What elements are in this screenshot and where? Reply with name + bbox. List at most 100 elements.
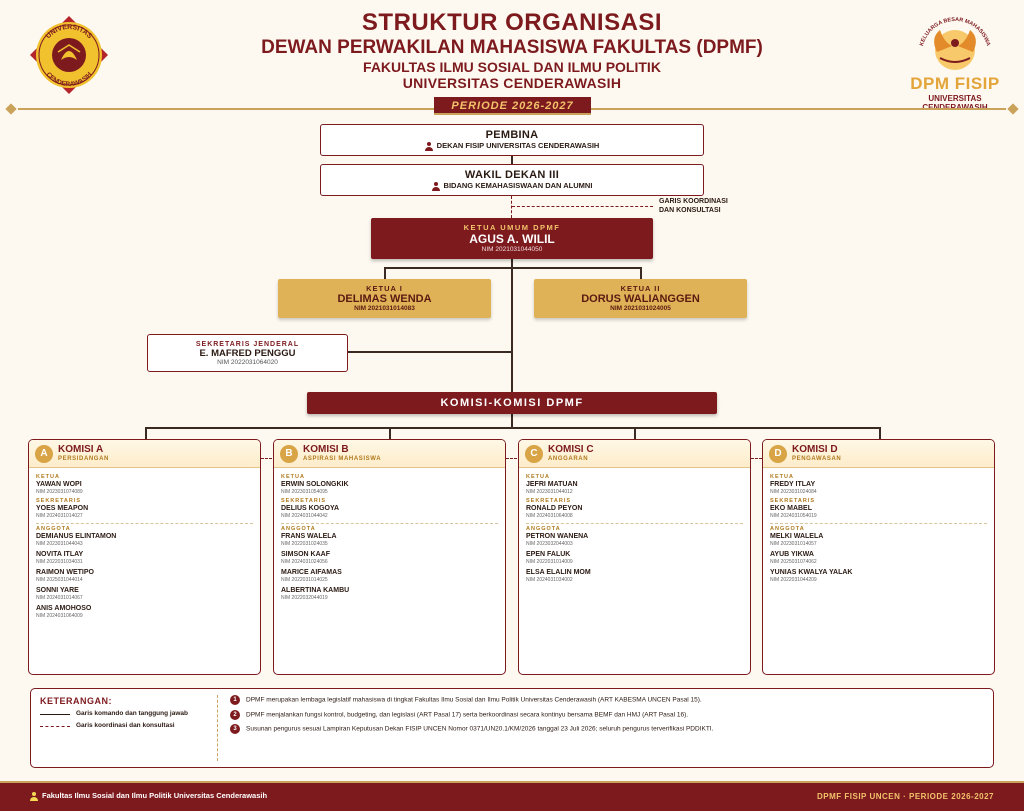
ketua-name: JEFRI MATUAN [526,481,578,488]
komisi-subtitle: ANGGARAN [548,456,589,462]
komisi-subtitle: PERSIDANGAN [58,456,109,462]
person-icon [30,791,38,801]
anggota-nim: NIM 2025031044014 [36,577,83,583]
footer-right: DPMF FISIP UNCEN · PERIODE 2026-2027 [816,792,994,801]
ketua-umum-box: KETUA UMUM DPMF AGUS A. WILIL NIM 202103… [371,218,653,259]
komisi-card-header: A KOMISI A PERSIDANGAN [29,440,260,468]
line-komisi-c-drop [634,427,636,439]
pembina-subtitle: DEKAN FISIP UNIVERSITAS CENDERAWASIH [436,141,600,150]
komisi-card-a: A KOMISI A PERSIDANGAN KETUA YAWAN WOPI … [28,439,261,675]
komisi-bar: KOMISI-KOMISI DPMF [307,392,717,414]
title-line-2: DEWAN PERWAKILAN MAHASISWA FAKULTAS (DPM… [261,37,763,58]
ketua-1-nim: NIM 2021031014083 [354,305,415,312]
anggota-nim: NIM 2023031044043 [36,541,83,547]
legend-note-1: 1 DPMF merupakan lembaga legislatif mahas… [230,695,702,705]
komisi-card-header: B KOMISI B ASPIRASI MAHASISWA [274,440,505,468]
anggota-name: DEMIANUS ELINTAMON [36,533,117,540]
ketua-name: YAWAN WOPI [36,481,82,488]
dpm-fisip-logo: KELUARGA BESAR MAHASISWA [900,10,1010,106]
anggota-label: ANGGOTA [770,526,805,532]
sekretaris-name: EKO MABEL [770,505,812,512]
anggota-nim: NIM 2023031014057 [770,541,817,547]
ketua-nim: NIM 2023031024084 [770,489,817,495]
ketua-1-name: DELIMAS WENDA [337,293,432,305]
line-ketua2-drop [640,267,642,279]
dpm-fisip-title: DPM FISIP [910,74,1000,93]
note-number-badge: 1 [230,695,240,705]
ketua-2-role: KETUA II [620,284,661,293]
anggota-nim: NIM 2024031034002 [526,577,573,583]
komisi-card-header: D KOMISI D PENGAWASAN [763,440,994,468]
note-number-badge: 3 [230,724,240,734]
legend-dashed-label: Garis koordinasi dan konsultasi [76,722,175,729]
anggota-nim: NIM 2022031044209 [770,577,817,583]
ketua-umum-nim: NIM 2021031044050 [481,246,543,253]
komisi-card-body: KETUA ERWIN SOLONGKIK NIM 2023031054095 … [274,468,505,608]
anggota-name: MELKI WALELA [770,533,824,540]
komisi-letter-badge: D [769,445,787,463]
pembina-subtitle-row: DEKAN FISIP UNIVERSITAS CENDERAWASIH [321,141,703,151]
anggota-nim: NIM 2022031024035 [281,541,328,547]
sekjen-name: E. MAFRED PENGGU [199,348,296,359]
ketua-1-box: KETUA I DELIMAS WENDA NIM 2021031014083 [278,279,491,318]
komisi-subtitle: ASPIRASI MAHASISWA [303,456,382,462]
ketua-1-role: KETUA I [366,284,403,293]
sekjen-role: SEKRETARIS JENDERAL [195,341,300,348]
anggota-name: FRANS WALELA [281,533,337,540]
legend-solid-line [40,714,70,715]
wakil-dekan-subtitle: BIDANG KEMAHASISWAAN DAN ALUMNI [443,181,593,190]
legend-box: KETERANGAN: Garis komando dan tanggung j… [30,688,994,768]
ketua-2-name: DORUS WALIANGGEN [581,293,700,305]
pembina-box: PEMBINA DEKAN FISIP UNIVERSITAS CENDERAW… [320,124,704,156]
periode-badge: PERIODE 2026-2027 [434,97,591,115]
komisi-subtitle: PENGAWASAN [792,456,842,462]
ketua-label: KETUA [36,474,60,480]
anggota-name: RAIMON WETIPO [36,569,94,576]
anggota-name: ELSA ELALIN MOM [526,569,591,576]
coordination-note: GARIS KOORDINASI DAN KONSULTASI [659,197,728,215]
note-text: DPMF merupakan lembaga legislatif mahasi… [246,696,702,704]
anggota-nim: NIM 2022031014025 [281,577,328,583]
sekretaris-nim: NIM 2024031054019 [770,513,817,519]
anggota-name: AYUB YIKWA [770,551,814,558]
line-sekjen [347,351,512,353]
dash-b-c [506,458,517,459]
note-text: DPMF menjalankan fungsi kontrol, budgeti… [246,711,689,719]
divider [526,523,743,524]
person-icon [431,181,440,191]
komisi-card-body: KETUA FREDY ITLAY NIM 2023031024084 SEKR… [763,468,994,590]
footer-left: Fakultas Ilmu Sosial dan Ilmu Politik Un… [30,791,267,801]
anggota-label: ANGGOTA [36,526,71,532]
komisi-letter-badge: C [525,445,543,463]
ketua-umum-name: AGUS A. WILIL [469,232,555,246]
sekjen-nim: NIM 2022031064020 [217,359,278,366]
sekretaris-label: SEKRETARIS [526,498,572,504]
anggota-nim: NIM 2024031064009 [36,613,83,619]
ketua-umum-role: KETUA UMUM DPMF [463,223,561,232]
anggota-nim: NIM 2022032044019 [281,595,328,601]
divider [770,523,987,524]
anggota-nim: NIM 2024031014067 [36,595,83,601]
pembina-title: PEMBINA [485,129,539,141]
komisi-card-c: C KOMISI C ANGGARAN KETUA JEFRI MATUAN N… [518,439,751,675]
ketua-name: FREDY ITLAY [770,481,816,488]
ketua-label: KETUA [281,474,305,480]
anggota-label: ANGGOTA [526,526,561,532]
anggota-name: ALBERTINA KAMBU [281,587,350,594]
line-komisi-d-drop [879,427,881,439]
footer-bar [0,781,1024,811]
sekretaris-nim: NIM 2024031064008 [526,513,573,519]
line-ketua-branch [384,267,641,269]
sekretaris-label: SEKRETARIS [36,498,82,504]
ketua-nim: NIM 2023031074089 [36,489,83,495]
title-line-1: STRUKTUR ORGANISASI [361,9,663,36]
sekretaris-label: SEKRETARIS [281,498,327,504]
